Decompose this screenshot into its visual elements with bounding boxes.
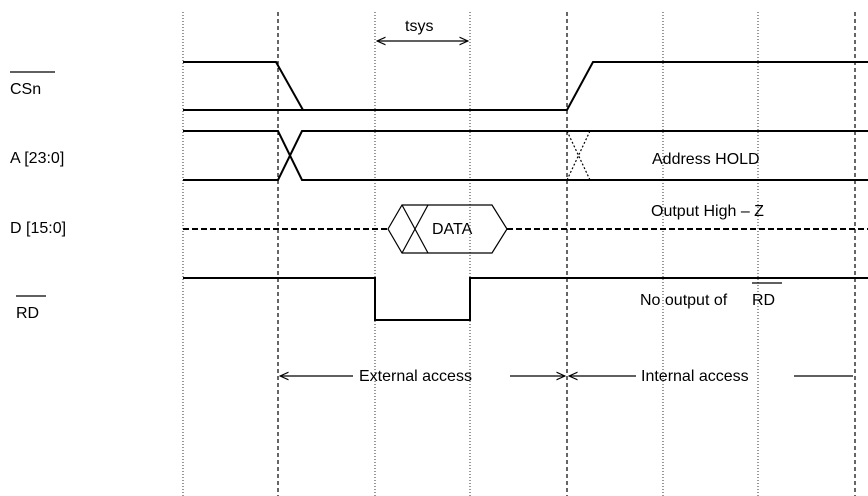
no-output-signal: RD	[752, 292, 775, 309]
signal-labels: CSn A [23:0] D [15:0] RD	[10, 71, 66, 322]
address-upper-trace	[183, 130, 567, 181]
data-waveform: DATA Output High – Z	[183, 203, 868, 254]
cs-label: CSn	[10, 81, 41, 98]
external-access-label: External access	[359, 368, 472, 385]
address-hold-cross-2	[566, 130, 591, 181]
tsys-dimension: tsys	[377, 18, 468, 41]
address-waveform: Address HOLD	[183, 130, 868, 181]
rd-waveform: No output of RD	[183, 277, 868, 321]
address-label: A [23:0]	[10, 150, 64, 167]
data-value-label: DATA	[432, 221, 473, 238]
grid-lines	[182, 12, 856, 496]
output-high-z-label: Output High – Z	[651, 203, 764, 220]
data-cross-2	[401, 204, 429, 254]
address-hold-label: Address HOLD	[652, 151, 760, 168]
tsys-label: tsys	[405, 18, 433, 35]
rd-label: RD	[16, 305, 39, 322]
cs-waveform	[183, 61, 868, 111]
no-output-label: No output of	[640, 292, 728, 309]
rd-trace	[183, 277, 868, 321]
address-hold-cross-1	[566, 130, 591, 181]
access-ranges: External access Internal access	[280, 368, 853, 385]
cs-trace	[183, 61, 868, 111]
data-bus-label: D [15:0]	[10, 220, 66, 237]
internal-access-label: Internal access	[641, 368, 749, 385]
